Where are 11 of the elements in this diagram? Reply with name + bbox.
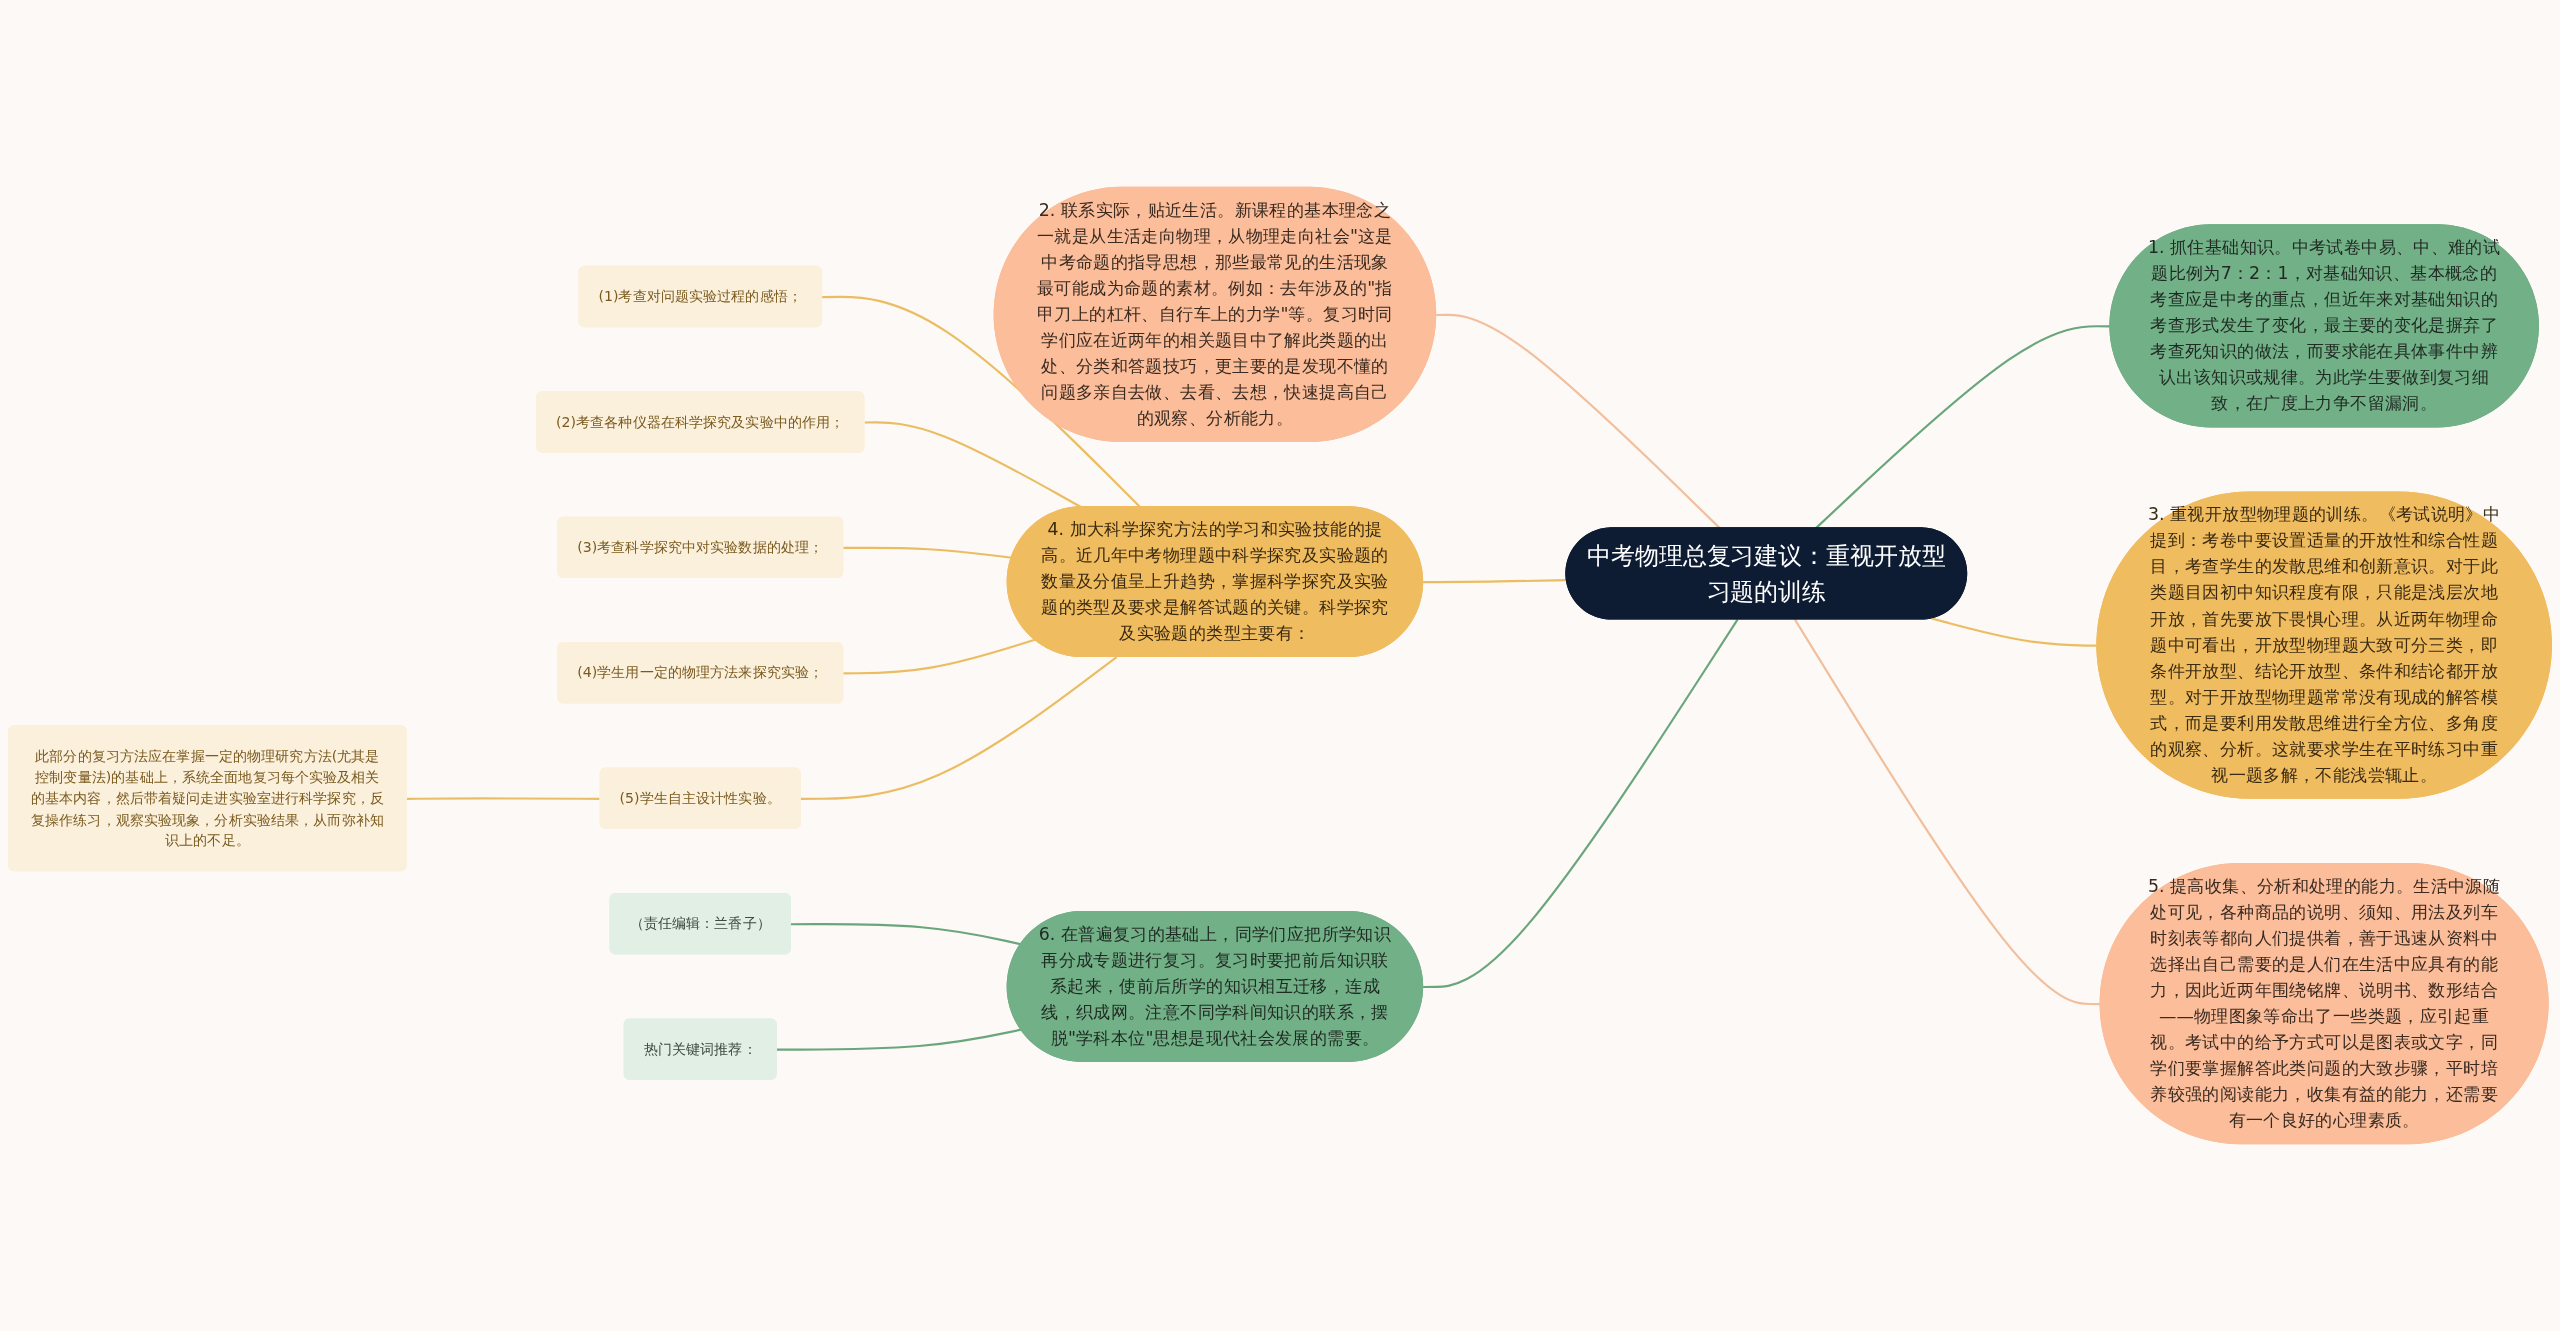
connector	[843, 546, 1012, 559]
connector	[790, 923, 1022, 946]
connector	[800, 656, 1118, 800]
connector	[776, 1028, 1022, 1051]
connector	[822, 295, 1142, 508]
connector	[1423, 619, 1739, 989]
connector	[864, 421, 1082, 509]
connector	[843, 638, 1036, 675]
connector	[406, 797, 601, 800]
connector	[1794, 619, 2101, 1006]
connector	[1423, 579, 1567, 584]
